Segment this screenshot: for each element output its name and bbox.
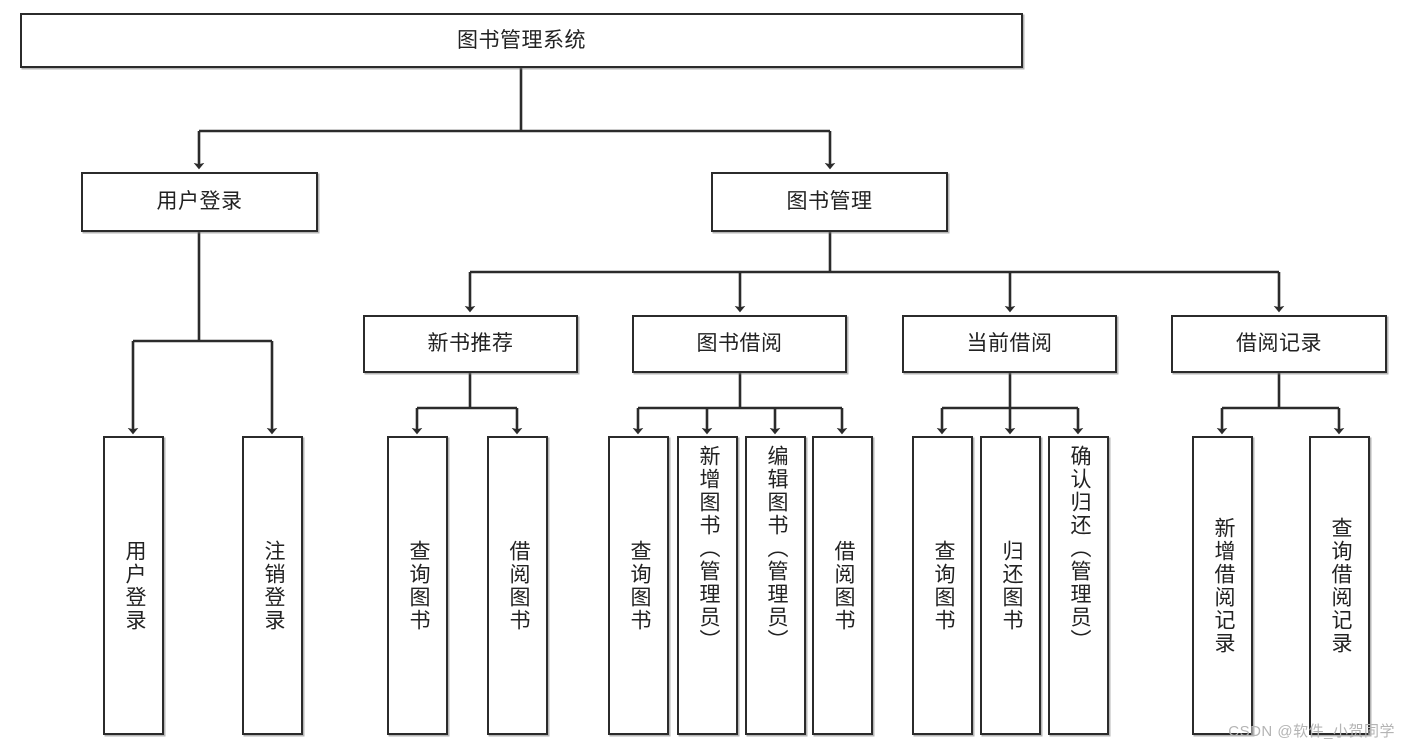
node-label: 查询图书 [406, 539, 430, 632]
leaf-borrow-edit-book-admin[interactable]: 编辑图书（管理员） [745, 436, 806, 735]
leaf-borrow-query-book[interactable]: 查询图书 [608, 436, 669, 735]
leaf-logout-login[interactable]: 注销登录 [242, 436, 303, 735]
node-label: 当前借阅 [966, 332, 1053, 356]
node-label: 归还图书 [999, 539, 1023, 632]
node-borrow-record[interactable]: 借阅记录 [1171, 315, 1387, 373]
node-label: 借阅图书 [831, 539, 855, 632]
node-label: 新增借阅记录 [1211, 516, 1235, 655]
node-label: 用户登录 [156, 190, 243, 214]
node-book-borrow[interactable]: 图书借阅 [632, 315, 847, 373]
node-label: 编辑图书（管理员） [764, 445, 788, 652]
leaf-current-return-book[interactable]: 归还图书 [980, 436, 1041, 735]
node-root-book-management-system[interactable]: 图书管理系统 [20, 13, 1023, 68]
leaf-current-query-book[interactable]: 查询图书 [912, 436, 973, 735]
leaf-user-login[interactable]: 用户登录 [103, 436, 164, 735]
node-label: 新增图书（管理员） [696, 445, 720, 652]
node-label: 查询图书 [627, 539, 651, 632]
node-label: 查询图书 [931, 539, 955, 632]
watermark-csdn: CSDN @软件_小贺同学 [1228, 723, 1395, 740]
node-label: 注销登录 [261, 539, 285, 632]
node-label: 确认归还（管理员） [1067, 445, 1091, 652]
node-book-management[interactable]: 图书管理 [711, 172, 948, 232]
leaf-recommend-query-book[interactable]: 查询图书 [387, 436, 448, 735]
leaf-record-add-borrow-record[interactable]: 新增借阅记录 [1192, 436, 1253, 735]
node-label: 图书管理系统 [457, 28, 586, 52]
leaf-recommend-borrow-book[interactable]: 借阅图书 [487, 436, 548, 735]
node-user-login[interactable]: 用户登录 [81, 172, 318, 232]
node-label: 用户登录 [122, 539, 146, 632]
node-label: 借阅图书 [506, 539, 530, 632]
leaf-borrow-add-book-admin[interactable]: 新增图书（管理员） [677, 436, 738, 735]
leaf-record-query-borrow-record[interactable]: 查询借阅记录 [1309, 436, 1370, 735]
node-label: 新书推荐 [427, 332, 514, 356]
node-current-borrow[interactable]: 当前借阅 [902, 315, 1117, 373]
node-label: 图书借阅 [696, 332, 783, 356]
node-new-book-recommend[interactable]: 新书推荐 [363, 315, 578, 373]
node-label: 借阅记录 [1236, 332, 1322, 356]
node-label: 查询借阅记录 [1328, 516, 1352, 655]
leaf-borrow-borrow-book[interactable]: 借阅图书 [812, 436, 873, 735]
node-label: 图书管理 [786, 190, 873, 214]
leaf-current-confirm-return-admin[interactable]: 确认归还（管理员） [1048, 436, 1109, 735]
